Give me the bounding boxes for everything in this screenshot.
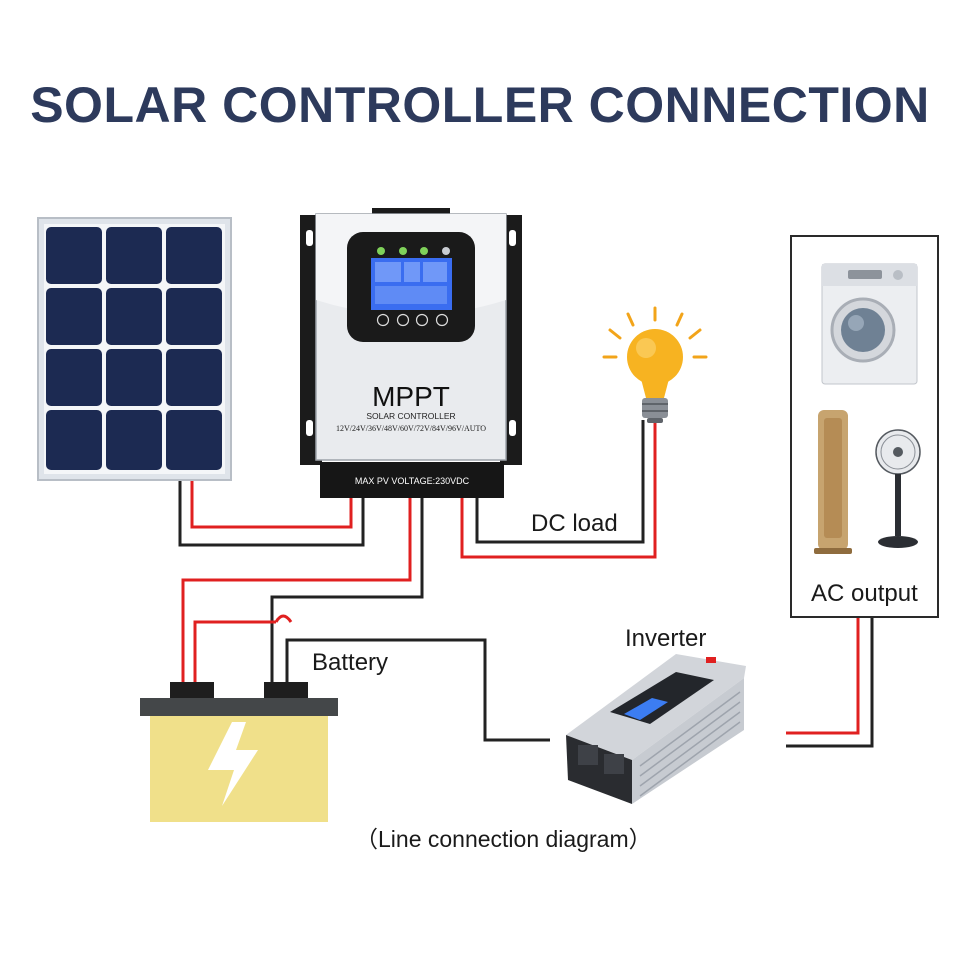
inverter-negative-wire (285, 638, 550, 742)
controller-voltages: 12V/24V/36V/48V/60V/72V/84V/96V/AUTO (336, 424, 486, 433)
washing-machine-icon (821, 263, 918, 385)
battery-positive-wire (181, 497, 412, 683)
lightbulb-icon (602, 306, 708, 423)
dc-load-label: DC load (531, 510, 618, 537)
controller-max-pv: MAX PV VOLTAGE:230VDC (355, 476, 470, 486)
battery-label: Battery (312, 649, 389, 676)
dcload-negative-wire (475, 420, 645, 544)
battery (140, 682, 338, 822)
wire-crossover-hop (274, 614, 293, 623)
inverter-label: Inverter (625, 625, 707, 652)
ac-positive-wire (786, 618, 860, 735)
inverter (566, 654, 746, 804)
solar-cells (46, 227, 222, 470)
ac-output-box (790, 235, 939, 618)
controller-brand: MPPT (372, 381, 450, 412)
solar-positive-wire (190, 480, 353, 529)
solar-negative-wire (178, 480, 365, 547)
standing-fan-icon (875, 429, 921, 548)
inverter-positive-wire (193, 620, 276, 683)
mppt-controller (300, 208, 522, 498)
controller-subtitle: SOLAR CONTROLLER (366, 411, 455, 421)
page-title: SOLAR CONTROLLER CONNECTION (30, 77, 930, 133)
lightning-icon (208, 722, 258, 806)
battery-negative-wire (270, 497, 424, 683)
ac-output-label: AC output (811, 580, 918, 607)
tower-fan-icon (814, 410, 852, 554)
solar-panel (37, 217, 232, 481)
diagram-caption: （Line connection diagram） (355, 826, 652, 852)
ac-negative-wire (786, 618, 874, 748)
dcload-positive-wire (460, 420, 657, 559)
